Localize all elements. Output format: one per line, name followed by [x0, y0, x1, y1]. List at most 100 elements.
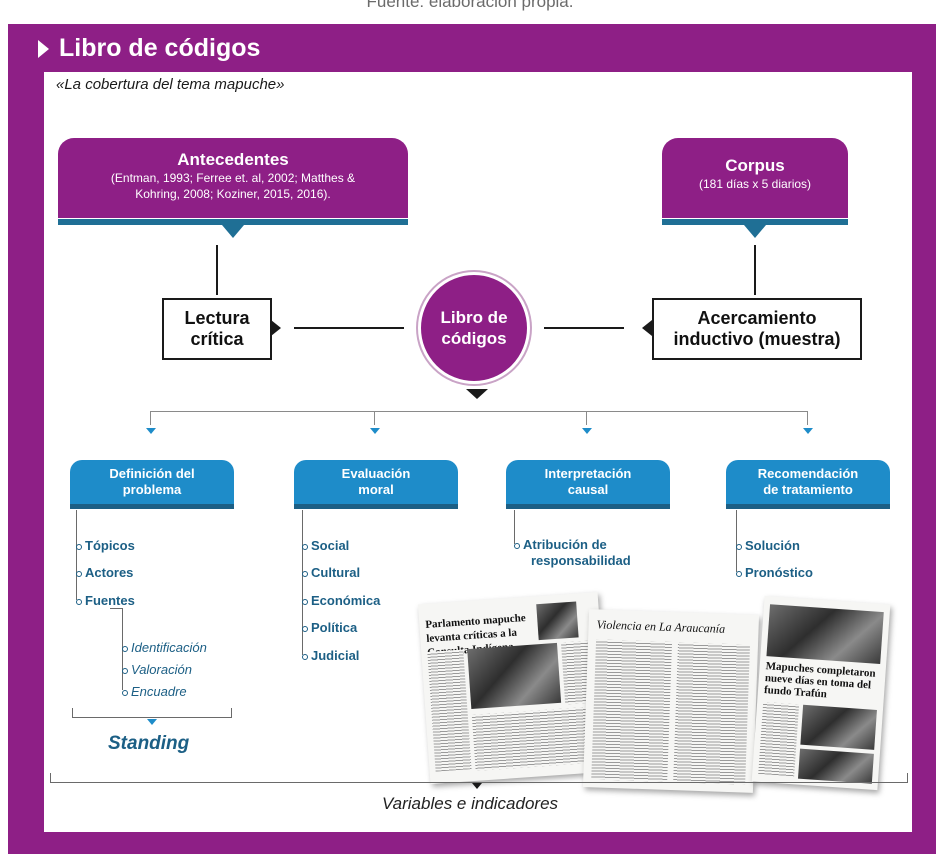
list-item: Identificación — [122, 640, 207, 655]
list-item: Cultural — [302, 565, 360, 580]
lectura-line-2: crítica — [190, 329, 244, 349]
list-item: Actores — [76, 565, 133, 580]
antecedentes-text-1: (Entman, 1993; Ferree et. al, 2002; Matt… — [110, 171, 356, 185]
acercamiento-line-2: inductivo (muestra) — [673, 329, 841, 349]
clipping-3-text — [758, 701, 800, 777]
category-arrow-3 — [582, 428, 592, 434]
newspaper-clipping-1: Parlamento mapuche levanta críticas a la… — [417, 591, 611, 785]
distribution-tick-3 — [586, 411, 587, 425]
category-interpretacion-line-2: causal — [567, 482, 609, 497]
list-item: Encuadre — [122, 684, 187, 699]
standing-arrow — [147, 719, 157, 725]
category-interpretacion-bar — [506, 504, 670, 509]
list-item: Judicial — [302, 648, 359, 663]
center-line-1: Libro de — [440, 308, 508, 327]
acercamiento-arrow — [642, 320, 652, 336]
antecedentes-text-2: Kohring, 2008; Koziner, 2015, 2016). — [135, 187, 331, 201]
clipping-2-text — [591, 639, 673, 782]
distribution-tick-2 — [374, 411, 375, 425]
category-recomendacion-line-1: Recomendación — [757, 466, 859, 481]
definicion-tree-line — [76, 510, 77, 600]
bullet-icon — [302, 570, 308, 577]
bullet-icon — [76, 570, 82, 577]
lectura-arrow — [271, 320, 281, 336]
variables-arrow — [472, 783, 482, 789]
bullet-icon — [736, 543, 742, 550]
list-item: Pronóstico — [736, 565, 813, 580]
lectura-critica-box: Lectura crítica — [162, 298, 272, 360]
antecedentes-notch — [222, 225, 244, 238]
libro-codigos-circle: Libro de códigos — [418, 272, 530, 384]
corpus-notch — [744, 225, 766, 238]
bullet-icon — [302, 625, 308, 632]
interpretacion-tree-line — [514, 510, 515, 544]
distribution-tick-1 — [150, 411, 151, 425]
bullet-icon — [302, 653, 308, 660]
standing-bracket — [72, 708, 232, 718]
bullet-icon — [302, 543, 308, 550]
connector-left-horizontal — [294, 327, 404, 329]
frame-title: Libro de códigos — [38, 34, 260, 63]
list-item: responsabilidad — [531, 553, 631, 568]
clipping-1-photo-2 — [536, 601, 579, 641]
clipping-3-headline: Mapuches completaron nueve días en toma … — [763, 660, 877, 701]
clipping-1-text-2 — [471, 706, 600, 771]
recomendacion-tree-line — [736, 510, 737, 572]
antecedentes-bar — [58, 219, 408, 225]
category-evaluacion-bar — [294, 504, 458, 509]
bullet-icon — [122, 667, 128, 674]
source-caption: Fuente: elaboración propia. — [366, 0, 574, 11]
corpus-title: Corpus — [725, 156, 785, 175]
category-definicion-line-1: Definición del — [109, 466, 195, 481]
center-line-2: códigos — [441, 329, 507, 348]
clipping-2-headline: Violencia en La Araucanía — [596, 617, 726, 636]
category-definicion-line-2: problema — [122, 482, 182, 497]
antecedentes-title: Antecedentes — [177, 150, 289, 169]
clipping-2-text-2 — [673, 642, 751, 785]
bullet-icon — [122, 645, 128, 652]
list-item: Atribución de — [514, 537, 607, 552]
connector-right-horizontal — [544, 327, 624, 329]
category-definicion-bar — [70, 504, 234, 509]
bullet-icon — [302, 598, 308, 605]
variables-bracket — [50, 773, 908, 783]
list-item: Social — [302, 538, 349, 553]
clipping-1-photo — [467, 642, 562, 710]
category-arrow-2 — [370, 428, 380, 434]
connector-right-vertical — [754, 245, 756, 295]
bullet-icon — [122, 689, 128, 696]
list-item: Fuentes — [76, 593, 135, 608]
title-text: Libro de códigos — [59, 34, 261, 62]
variables-label: Variables e indicadores — [381, 794, 559, 813]
list-item: Política — [302, 620, 357, 635]
corpus-text: (181 días x 5 diarios) — [698, 177, 812, 191]
connector-left-vertical — [216, 245, 218, 295]
clipping-1-text — [427, 649, 472, 772]
list-item: Solución — [736, 538, 800, 553]
lectura-line-1: Lectura — [184, 308, 250, 328]
play-arrow-icon — [38, 39, 49, 58]
category-interpretacion-line-1: Interpretación — [544, 466, 632, 481]
category-evaluacion-line-2: moral — [358, 482, 394, 497]
category-recomendacion-bar — [726, 504, 890, 509]
list-item: Valoración — [122, 662, 192, 677]
category-arrow-1 — [146, 428, 156, 434]
category-evaluacion-line-1: Evaluación — [341, 466, 411, 481]
bullet-icon — [76, 598, 82, 605]
antecedentes-box: Antecedentes (Entman, 1993; Ferree et. a… — [58, 138, 408, 238]
bullet-icon — [76, 543, 82, 550]
acercamiento-line-1: Acercamiento — [697, 308, 817, 328]
clipping-3-photo — [766, 604, 884, 665]
newspaper-clipping-2: Violencia en La Araucanía — [582, 609, 760, 793]
evaluacion-tree-line — [302, 510, 303, 655]
bullet-icon — [736, 570, 742, 577]
center-down-arrow — [466, 389, 488, 399]
clipping-3-photo-2 — [800, 704, 877, 750]
acercamiento-box: Acercamiento inductivo (muestra) — [652, 298, 862, 360]
corpus-box: Corpus (181 días x 5 diarios) — [662, 138, 848, 238]
fuentes-tree-top — [110, 608, 122, 609]
category-arrow-4 — [803, 428, 813, 434]
